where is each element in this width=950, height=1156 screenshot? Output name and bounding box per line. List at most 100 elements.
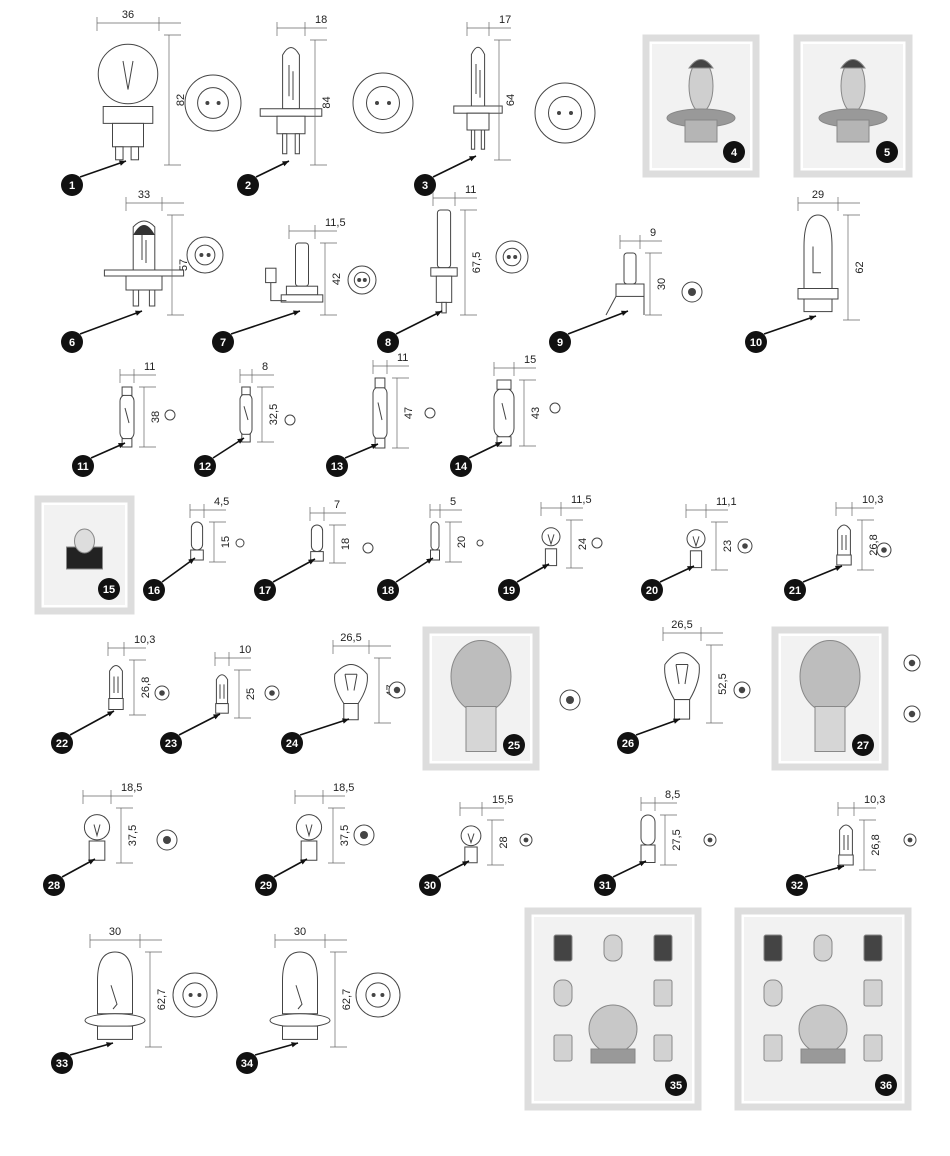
item-number: 17 — [259, 585, 271, 597]
photo-bulb — [653, 934, 673, 962]
photo-bulb — [798, 1004, 848, 1054]
pointer-arrow — [272, 558, 316, 583]
bulb-outline — [295, 985, 303, 1010]
bulb-outline — [122, 60, 134, 90]
bulb-outline — [430, 549, 440, 561]
item-number: 33 — [56, 1058, 68, 1070]
socket-inner — [163, 836, 171, 844]
item-number: 31 — [599, 880, 611, 892]
item-number: 32 — [791, 880, 803, 892]
socket-inner — [908, 710, 916, 718]
item-marker-disc — [450, 455, 472, 477]
bulb-outline — [692, 536, 700, 548]
arrow-head — [135, 310, 142, 316]
photo-bulb — [836, 119, 870, 143]
item-number: 22 — [56, 738, 68, 750]
socket-view — [284, 414, 296, 426]
photo-bulb — [863, 934, 883, 962]
item-marker-disc — [326, 455, 348, 477]
bulb-outline — [343, 703, 359, 721]
item-number: 23 — [165, 738, 177, 750]
bulb-outline — [282, 1025, 318, 1040]
item-number: 25 — [508, 740, 520, 752]
width-dimension-label: 11,1 — [716, 496, 737, 508]
bulb-outline — [837, 524, 851, 556]
pointer-arrow — [763, 315, 817, 335]
bulb-outline — [441, 301, 447, 314]
bulb-outline — [115, 146, 124, 161]
socket-pin — [199, 253, 204, 257]
arrow-head — [639, 861, 646, 867]
pointer-arrow — [79, 160, 127, 178]
item-marker-disc — [160, 732, 182, 754]
height-dimension-label: 15 — [220, 536, 232, 548]
bulb-outline — [470, 129, 476, 150]
height-dimension-label: 57 — [178, 259, 190, 271]
photo-bulb — [688, 59, 714, 69]
item-marker-disc — [236, 1052, 258, 1074]
bulb-outline — [270, 282, 287, 302]
item-marker-disc — [875, 1074, 897, 1096]
height-dimension-label: 62 — [854, 261, 866, 273]
bulb-outline — [259, 108, 323, 117]
socket-pin — [197, 993, 202, 997]
width-dimension-label: 18,5 — [333, 782, 354, 794]
item-number: 34 — [241, 1058, 254, 1070]
item-number: 7 — [220, 337, 226, 349]
arrow-head — [300, 859, 307, 865]
pointer-arrow — [254, 1042, 299, 1056]
bulb-outline — [282, 951, 318, 1015]
socket-inner — [194, 244, 216, 266]
bulb-outline — [839, 824, 853, 856]
bulb-outline — [112, 122, 144, 148]
bulb-outline — [305, 824, 313, 838]
photo-bulb — [588, 1004, 638, 1054]
item-number: 11 — [77, 461, 89, 473]
photo-bulb — [840, 59, 866, 69]
photo-bulb — [603, 934, 623, 962]
photo-bulb — [684, 119, 718, 143]
item-marker-disc — [665, 1074, 687, 1096]
bulb-outline — [295, 814, 323, 841]
bulb-outline — [310, 524, 324, 553]
arrow-head — [106, 1042, 113, 1048]
bulb-outline — [241, 433, 251, 443]
socket-pin — [206, 253, 211, 257]
socket-view — [362, 542, 374, 554]
bulb-outline — [110, 985, 118, 1010]
bulb-outline — [812, 246, 821, 274]
item-marker-disc — [414, 174, 436, 196]
photo-bulb — [553, 979, 573, 1007]
height-dimension-label: 62,7 — [341, 989, 353, 1010]
item-marker-disc — [876, 141, 898, 163]
bulb-outline — [121, 386, 133, 396]
bulb-outline — [285, 285, 319, 296]
item-marker-disc — [745, 331, 767, 353]
bulb-outline — [605, 296, 645, 316]
width-dimension-label: 36 — [122, 9, 134, 21]
catalog-item-21: 10,326,821 — [784, 494, 892, 601]
bulb-outline — [615, 283, 645, 297]
item-marker-disc — [377, 579, 399, 601]
item-marker-disc — [51, 1052, 73, 1074]
height-dimension-label: 64 — [505, 94, 517, 106]
arrow-head — [291, 1042, 298, 1048]
catalog-item-31: 8,527,531 — [594, 789, 717, 896]
bulb-outline — [374, 437, 386, 449]
photo-bulb — [450, 640, 512, 713]
socket-inner — [707, 837, 713, 843]
pointer-arrow — [161, 557, 196, 583]
arrow-head — [462, 861, 469, 867]
socket-inner — [269, 690, 275, 696]
socket-pin — [205, 101, 210, 105]
item-number: 13 — [331, 461, 343, 473]
bulb-outline — [436, 209, 452, 269]
bulb-outline — [282, 133, 288, 155]
item-number: 10 — [750, 337, 762, 349]
bulb-outline — [640, 814, 656, 846]
